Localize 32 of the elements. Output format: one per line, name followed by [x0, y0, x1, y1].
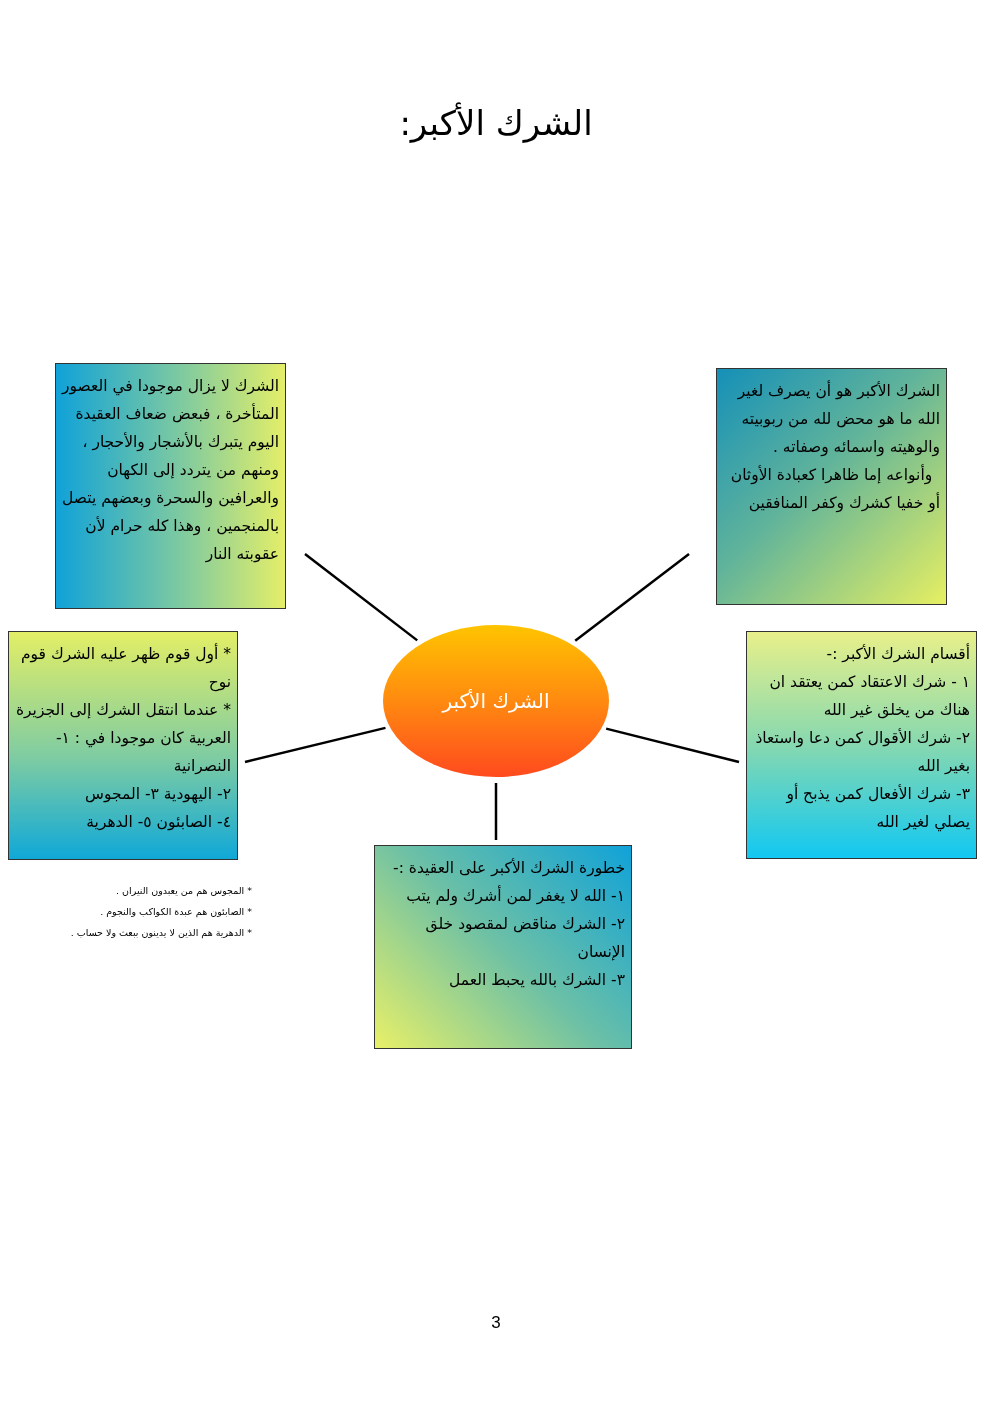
box-text: * عندما انتقل الشرك إلى الجزيرة العربية كان موجودا في : ١- النصرانية: [15, 700, 231, 777]
connector-line: [494, 783, 498, 840]
connector-line: [244, 726, 386, 764]
text-box: [746, 631, 977, 859]
box-text: ٣- شرك الأفعال كمن يذبح أو يصلي لغير الله: [785, 782, 970, 834]
box-text: أو خفيا كشرك وكفر المنافقين: [747, 491, 940, 515]
box-text: ٤- الصابئون ٥- الدهرية: [85, 812, 231, 833]
connector-line: [304, 553, 418, 642]
box-text: ٢- اليهودية ٣- المجوس: [84, 784, 231, 806]
box-text: الشرك لا يزال موجودا في العصور المتأخرة ، فبعض ضعاف العقيدة اليوم يتبرك بالأشجار والأحجار ، ومنهم من يتردد إلى الكهان والعرافين والسحرة وبعضهم يتصل بالمنجمين ، وهذا كله حرام لأن عقوبته النار: [62, 376, 279, 565]
box-text: ٢- شرك الأقوال كمن دعا واستعاذ بغير الله: [754, 727, 970, 777]
footnote: * الدهرية هم الذين لا يدينون ببعث ولا حساب .: [69, 926, 252, 941]
box-text: أقسام الشرك الأكبر :-: [825, 642, 970, 665]
box-text: * أول قوم ظهر عليه الشرك قوم نوح: [20, 642, 231, 694]
page-number: 3: [490, 1312, 502, 1334]
footnote: * الصابئون هم عبدة الكواكب والنجوم .: [99, 905, 252, 919]
footnote: * المجوس هم من يعبدون النيران .: [115, 884, 252, 899]
connector-line: [574, 553, 690, 642]
box-text: ١- الله لا يغفر لمن أشرك ولم يتب: [405, 884, 625, 908]
box-text: ٢- الشرك مناقض لمقصود خلق الإنسان: [424, 914, 625, 963]
box-text: وأنواعه إما ظاهرا كعبادة الأوثان: [729, 463, 934, 487]
ellipse-label: الشرك الأكبر: [442, 688, 550, 715]
text-box: [55, 363, 286, 609]
box-text: ٣- الشرك بالله يحبط العمل: [448, 970, 625, 991]
text-box: [8, 631, 238, 860]
box-text: ١ - شرك الاعتقاد كمن يعتقد ان هناك من يخلق غير الله: [768, 672, 970, 721]
box-text: خطورة الشرك الأكبر على العقيدة :-: [392, 857, 625, 879]
title: الشرك الأكبر:: [398, 101, 594, 145]
text-box: [374, 845, 632, 1049]
box-text: الشرك الأكبر هو أن يصرف لغير الله ما هو محض لله من ربوبيته والوهيته واسمائه وصفاته .: [736, 379, 940, 459]
connector-line: [605, 727, 740, 764]
text-box: [716, 368, 947, 605]
